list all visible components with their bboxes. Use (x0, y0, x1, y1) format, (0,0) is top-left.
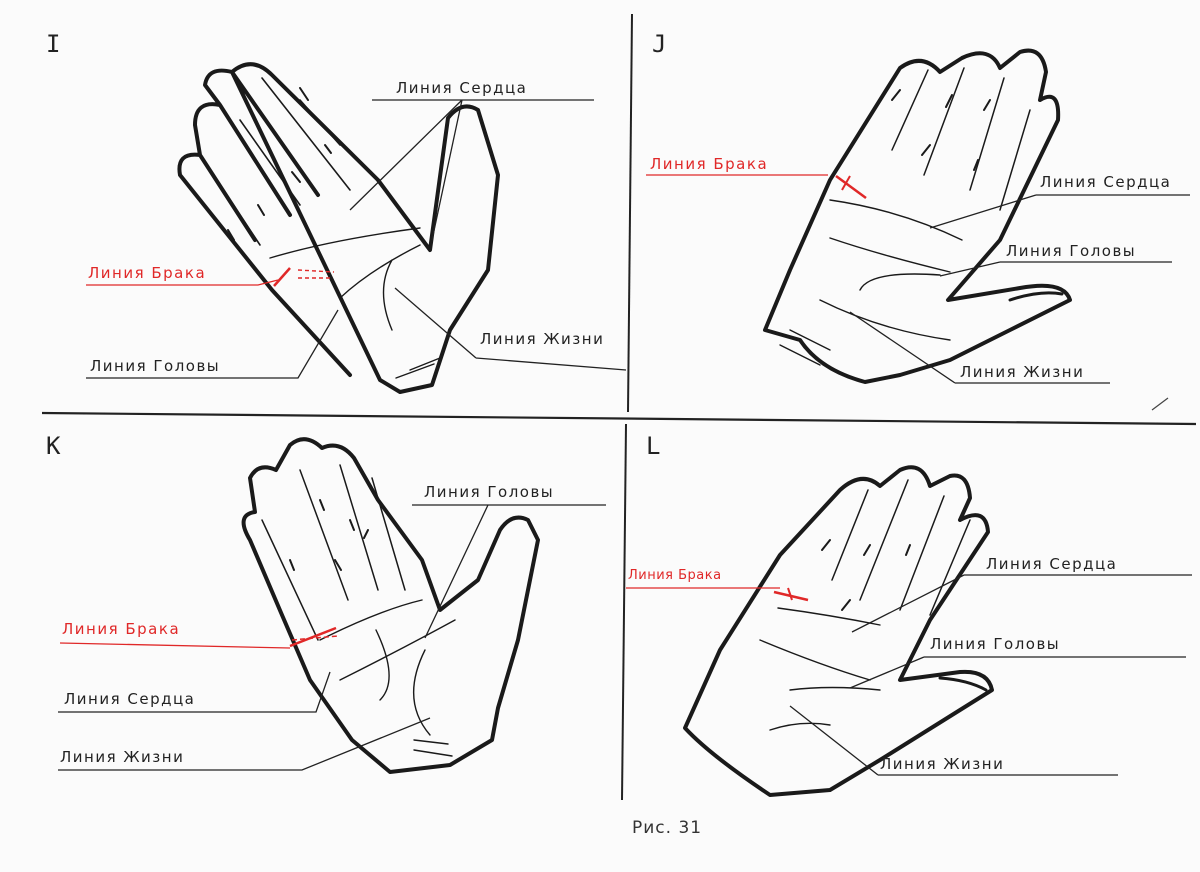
panel-letter-l: L (646, 432, 661, 460)
label-marriage-line-j: Линия Брака (650, 155, 769, 173)
marriage-marks-l (773, 587, 809, 602)
label-life-line-l: Линия Жизни (880, 755, 1005, 773)
marriage-marks-j (835, 174, 867, 200)
label-life-line-k: Линия Жизни (60, 748, 185, 766)
hand-drawing-i (177, 62, 500, 394)
label-life-line-j: Линия Жизни (960, 363, 1085, 381)
hand-drawing-k (241, 437, 540, 774)
leaders-l (626, 574, 1192, 776)
label-heart-line-j: Линия Сердца (1040, 173, 1172, 191)
leaders-k (58, 504, 606, 771)
label-marriage-line-i: Линия Брака (88, 264, 207, 282)
panel-letter-i: I (46, 30, 61, 58)
panel-letter-j: J (652, 30, 667, 58)
marriage-marks-i (273, 267, 335, 287)
hand-drawing-l (683, 465, 994, 797)
panel-letter-k: K (46, 432, 61, 460)
label-heart-line-i: Линия Сердца (396, 79, 528, 97)
leaders-i (86, 99, 627, 379)
edge-mark (1151, 397, 1169, 411)
label-head-line-k: Линия Головы (424, 483, 555, 501)
label-head-line-l: Линия Головы (930, 635, 1061, 653)
label-heart-line-k: Линия Сердца (64, 690, 196, 708)
divider-vertical-top (627, 13, 633, 413)
leaders-j (646, 174, 1190, 384)
label-head-line-i: Линия Головы (90, 357, 221, 375)
label-life-line-i: Линия Жизни (480, 330, 605, 348)
divider-vertical-bottom (621, 423, 627, 801)
marriage-marks-k (289, 626, 339, 648)
label-head-line-j: Линия Головы (1006, 242, 1137, 260)
figure-caption: Рис. 31 (632, 818, 703, 838)
hand-drawing-j (763, 48, 1072, 384)
label-marriage-line-k: Линия Брака (62, 620, 181, 638)
divider-horizontal (41, 411, 1197, 426)
label-marriage-line-l: Линия Брака (628, 568, 722, 583)
label-heart-line-l: Линия Сердца (986, 555, 1118, 573)
